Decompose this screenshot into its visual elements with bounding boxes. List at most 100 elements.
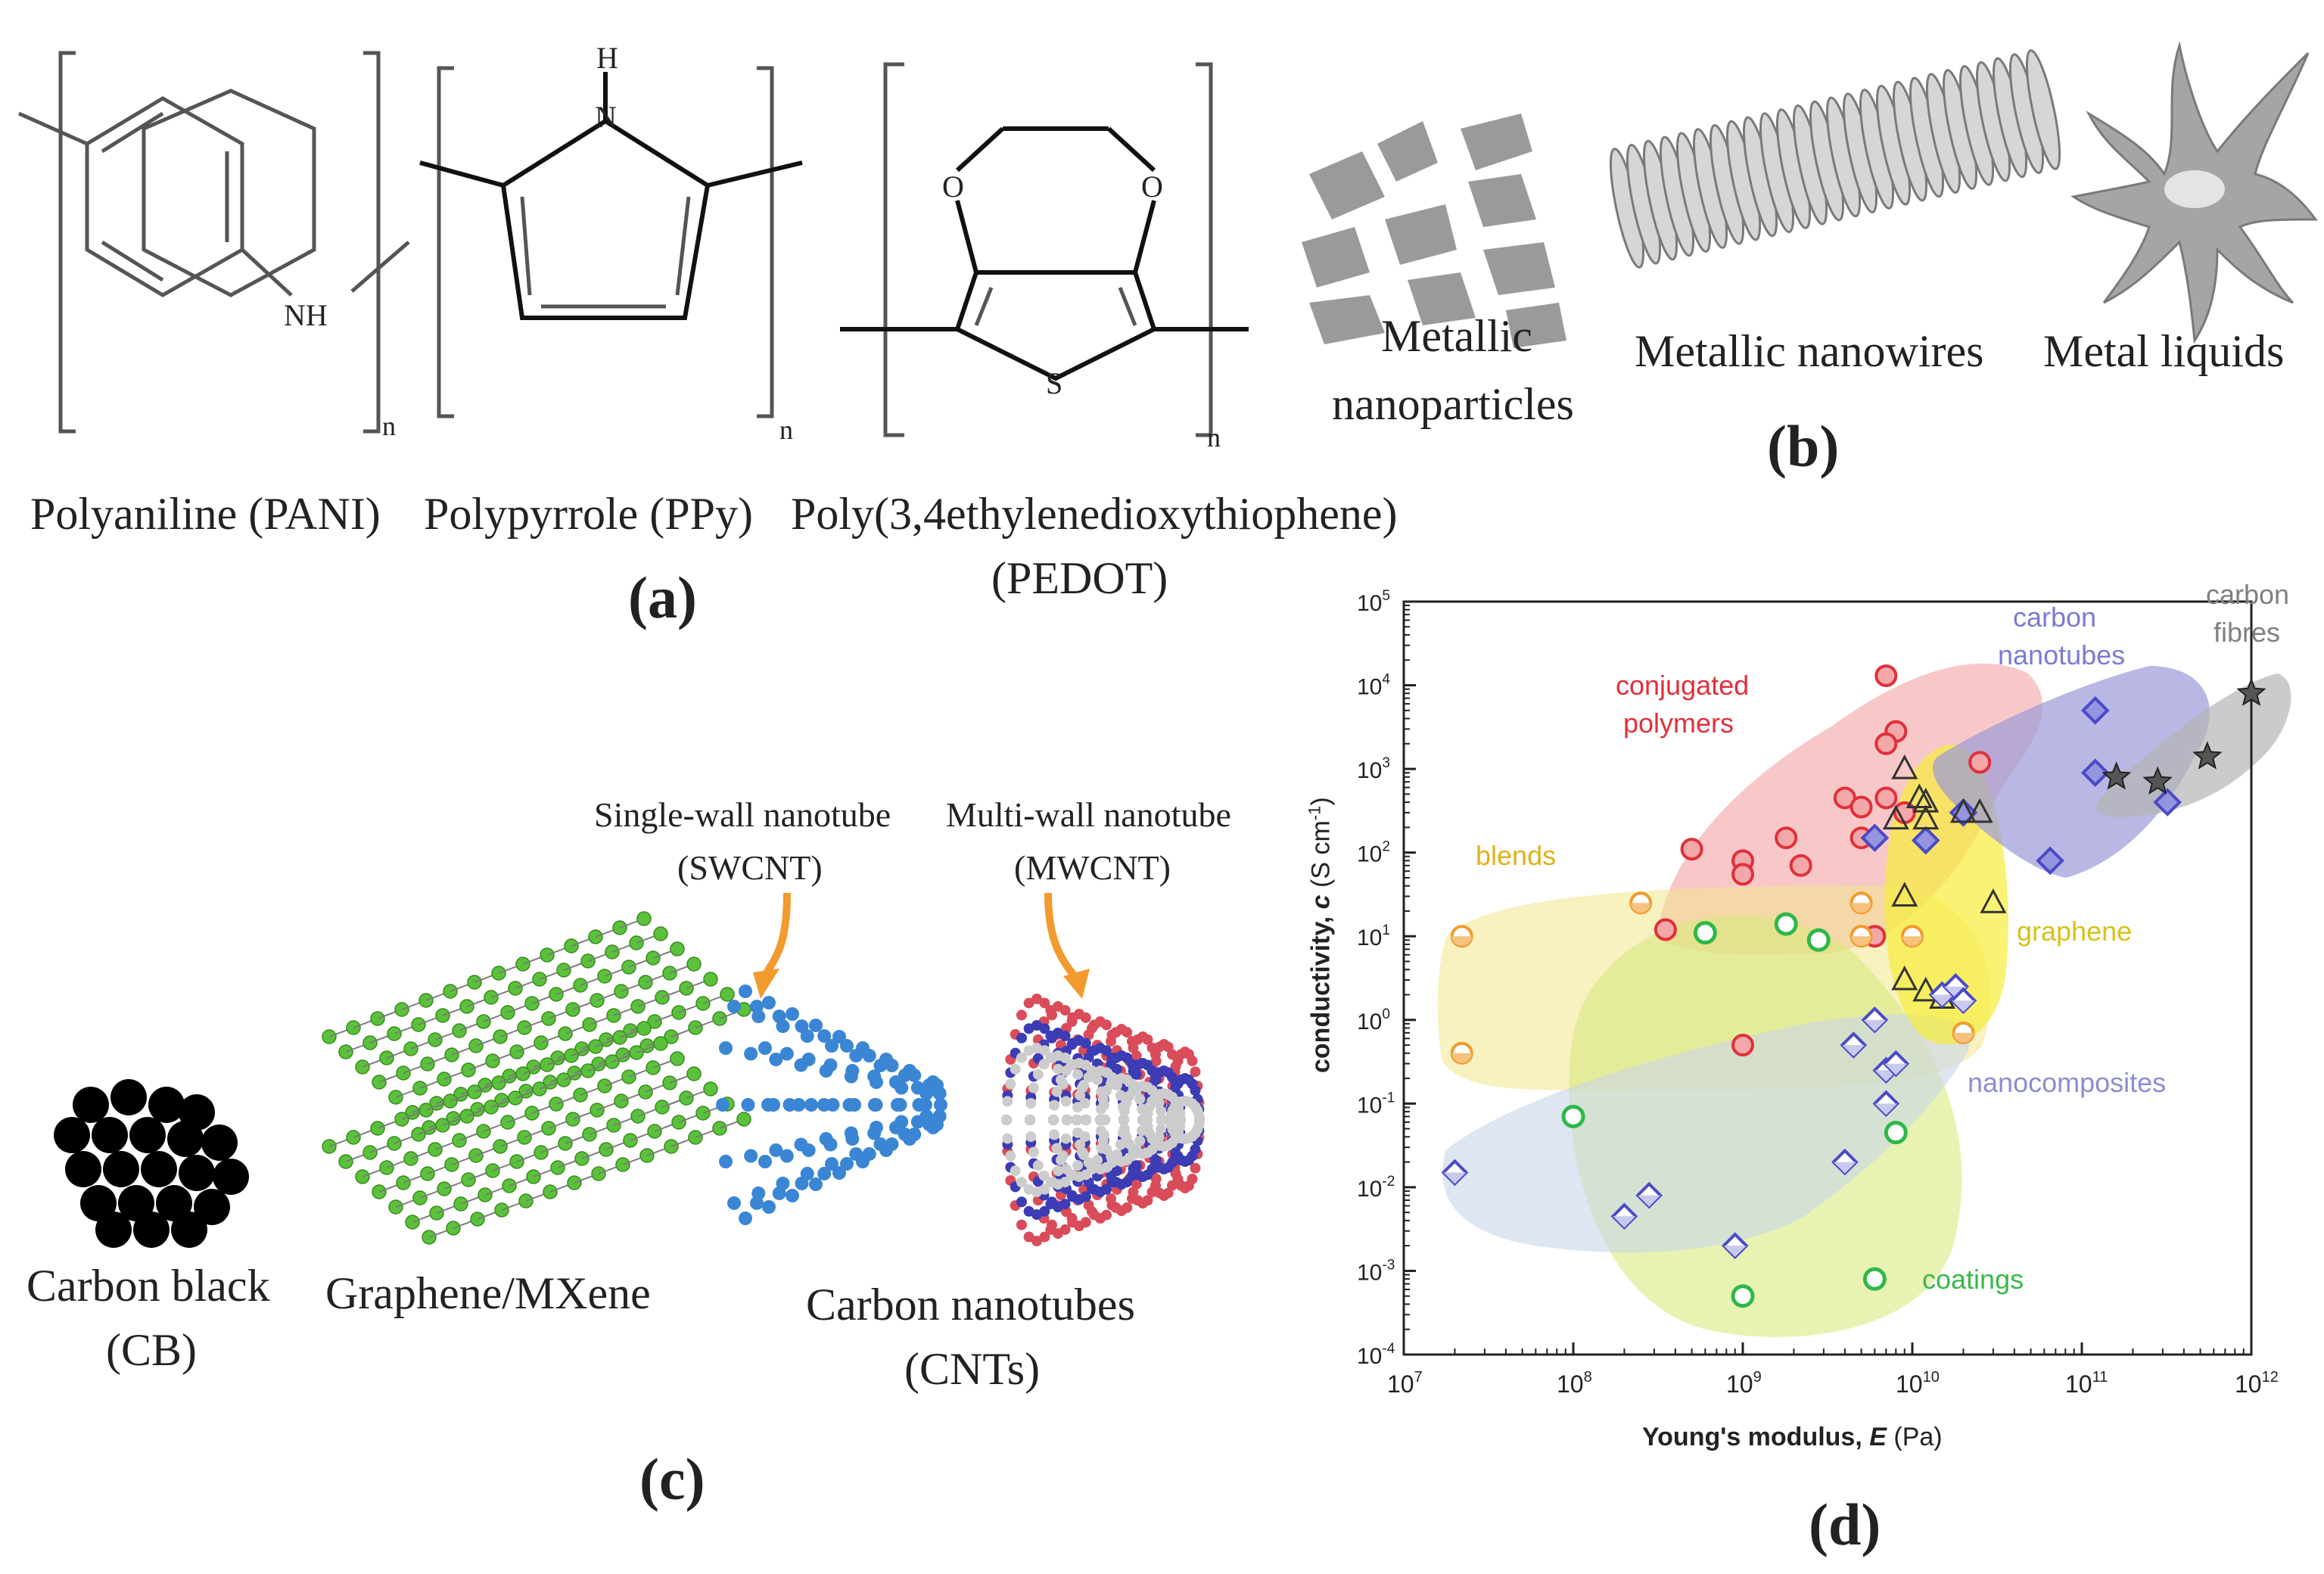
mwcnt-label-1: Multi-wall nanotube <box>946 795 1231 834</box>
pani-nh-label: NH <box>284 298 328 332</box>
panel-d-letter: (d) <box>1809 1492 1881 1557</box>
data-point <box>1850 891 1873 915</box>
data-point <box>1912 787 1940 813</box>
metal-liquids-label: Metal liquids <box>2043 326 2285 376</box>
data-point <box>1911 826 1940 855</box>
y-tick-label: 10-4 <box>1357 1341 1395 1369</box>
data-point <box>1693 921 1717 945</box>
y-tick-label: 100 <box>1357 1006 1390 1034</box>
data-point <box>1912 976 1940 1002</box>
x-tick-label: 107 <box>1387 1369 1423 1398</box>
data-point <box>1806 928 1831 952</box>
pani-repeat: n <box>382 411 396 441</box>
mwcnt-label-2: (MWCNT) <box>1014 848 1171 887</box>
data-point <box>1654 918 1677 941</box>
data-point <box>2153 788 2182 817</box>
ppy-repeat: n <box>779 415 793 445</box>
x-axis-label-pre: Young's modulus, <box>1642 1423 1870 1451</box>
data-point <box>1680 838 1703 861</box>
data-point <box>1774 912 1798 936</box>
data-point <box>1635 1181 1663 1209</box>
pedot-o-left: O <box>942 170 964 204</box>
y-tick-label: 102 <box>1357 839 1390 867</box>
data-point <box>1901 925 1924 948</box>
data-point <box>1629 891 1653 915</box>
data-point <box>1775 826 1798 850</box>
data-point <box>1882 804 1909 830</box>
graphene-label: Graphene/MXene <box>325 1268 651 1318</box>
data-point <box>1450 925 1473 948</box>
x-axis-label: Young's modulus, E (Pa) <box>1642 1423 1943 1452</box>
metallic-nanowires-illustration <box>1609 49 2061 269</box>
x-tick-label: 109 <box>1726 1369 1762 1398</box>
metallic-nanoparticles-illustration <box>1302 114 1566 348</box>
data-point <box>2142 766 2173 795</box>
plot-frame <box>1402 600 2253 1356</box>
data-point <box>1891 882 1918 907</box>
data-point <box>1831 1148 1859 1176</box>
data-point <box>2080 696 2110 725</box>
swcnt-label-1: Single-wall nanotube <box>594 795 891 834</box>
data-point <box>1874 732 1898 755</box>
y-tick-label: 104 <box>1357 672 1390 700</box>
data-point <box>1874 664 1898 687</box>
x-tick-label: 1012 <box>2235 1369 2279 1398</box>
nanoparticles-label-1: Metallic <box>1381 311 1532 361</box>
swcnt-illustration <box>716 985 947 1225</box>
panel-a-letter: (a) <box>628 565 697 630</box>
pedot-structure: O O S n <box>840 62 1249 453</box>
y-axis-label-sup: -1 <box>1305 805 1324 821</box>
ppy-structure: H N n <box>419 41 803 445</box>
data-point <box>1968 751 1992 774</box>
nanoparticles-label-2: nanoparticles <box>1332 379 1574 429</box>
pedot-name: Poly(3,4ethylenedioxythiophene) <box>791 489 1398 539</box>
x-tick-label: 1011 <box>2065 1369 2108 1398</box>
region-label-conjugated-1: conjugated <box>1616 670 1750 701</box>
data-point <box>1980 888 2007 913</box>
data-point <box>1731 1034 1754 1057</box>
ppy-h-label: H <box>596 41 618 75</box>
data-point <box>1862 1267 1887 1291</box>
chart-regions <box>1437 663 2291 1337</box>
y-axis-label: conductivity, c (S cm-1) <box>1305 746 1336 1125</box>
region-label-graphene: graphene <box>2017 916 2133 947</box>
mwcnt-illustration <box>1001 994 1205 1246</box>
data-point <box>2036 846 2064 876</box>
data-point <box>1966 798 1993 823</box>
ppy-n-label: N <box>595 100 617 134</box>
y-tick-label: 101 <box>1357 922 1390 950</box>
region-label-blends: blends <box>1476 840 1557 871</box>
data-point <box>1906 783 1933 808</box>
carbon-black-illustration <box>54 1079 249 1248</box>
data-point <box>1874 786 1898 810</box>
x-tick-label: 1010 <box>1896 1369 1940 1398</box>
swcnt-arrow <box>753 892 791 999</box>
data-point <box>2102 761 2132 790</box>
data-point <box>1561 1104 1585 1128</box>
region-label-fibres-1: carbon <box>2206 579 2290 610</box>
y-tick-label: 105 <box>1357 588 1390 616</box>
cnt-label-1: Carbon nanotubes <box>806 1280 1135 1330</box>
data-point <box>1840 1031 1868 1059</box>
data-point <box>1952 1021 1975 1044</box>
metal-liquids-illustration <box>2070 41 2319 344</box>
data-point <box>1949 798 1977 823</box>
data-point <box>2236 677 2266 706</box>
data-point <box>1731 1284 1755 1308</box>
y-axis-label-post: (S cm <box>1306 820 1336 895</box>
y-tick-label: 103 <box>1357 755 1390 783</box>
data-point <box>2080 758 2110 787</box>
data-point <box>1891 754 1918 779</box>
pedot-o-right: O <box>1141 170 1163 204</box>
region-label-nanotubes-1: carbon <box>2013 602 2097 633</box>
data-point <box>1882 1050 1910 1078</box>
x-tick-label: 108 <box>1557 1369 1592 1398</box>
pedot-abbrev: (PEDOT) <box>991 553 1168 603</box>
data-point <box>2192 741 2223 770</box>
data-point <box>1450 1041 1473 1065</box>
region-conjugated-polymers <box>1657 663 2043 955</box>
